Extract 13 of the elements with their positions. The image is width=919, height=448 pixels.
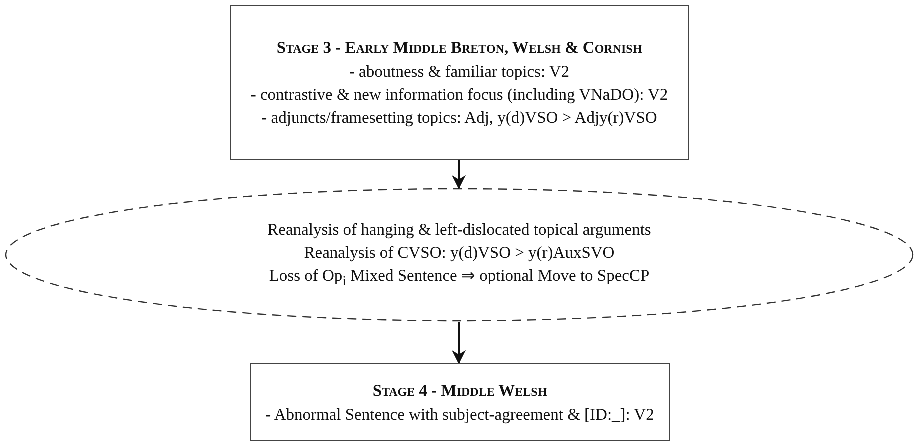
stage-heading: Stage 3 - Early Middle Breton, Welsh & Cornish: [276, 37, 642, 59]
stage-heading: Stage 4 - Middle Welsh: [372, 380, 548, 402]
text-line: - adjuncts/framesetting topics: Adj, y(d)VSO > Adjy(r)VSO: [262, 107, 658, 129]
text-line: Reanalysis of hanging & left-dislocated topical arguments: [268, 218, 652, 241]
text-line: - contrastive & new information focus (including VNaDO): V2: [250, 84, 668, 106]
stage-box: [230, 5, 689, 160]
text-line: - Abnormal Sentence with subject-agreement & [ID:_]: V2: [266, 404, 654, 426]
stage-box: [250, 363, 670, 441]
text-line: Reanalysis of CVSO: y(d)VSO > y(r)AuxSVO: [304, 242, 615, 264]
text-line: Loss of Op$_{i}$ Mixed Sentence ⇒ optional Move to SpecCP: [269, 264, 650, 290]
text-line: - aboutness & familiar topics: V2: [349, 61, 570, 83]
arrow: [452, 160, 466, 190]
arrow: [452, 322, 466, 364]
